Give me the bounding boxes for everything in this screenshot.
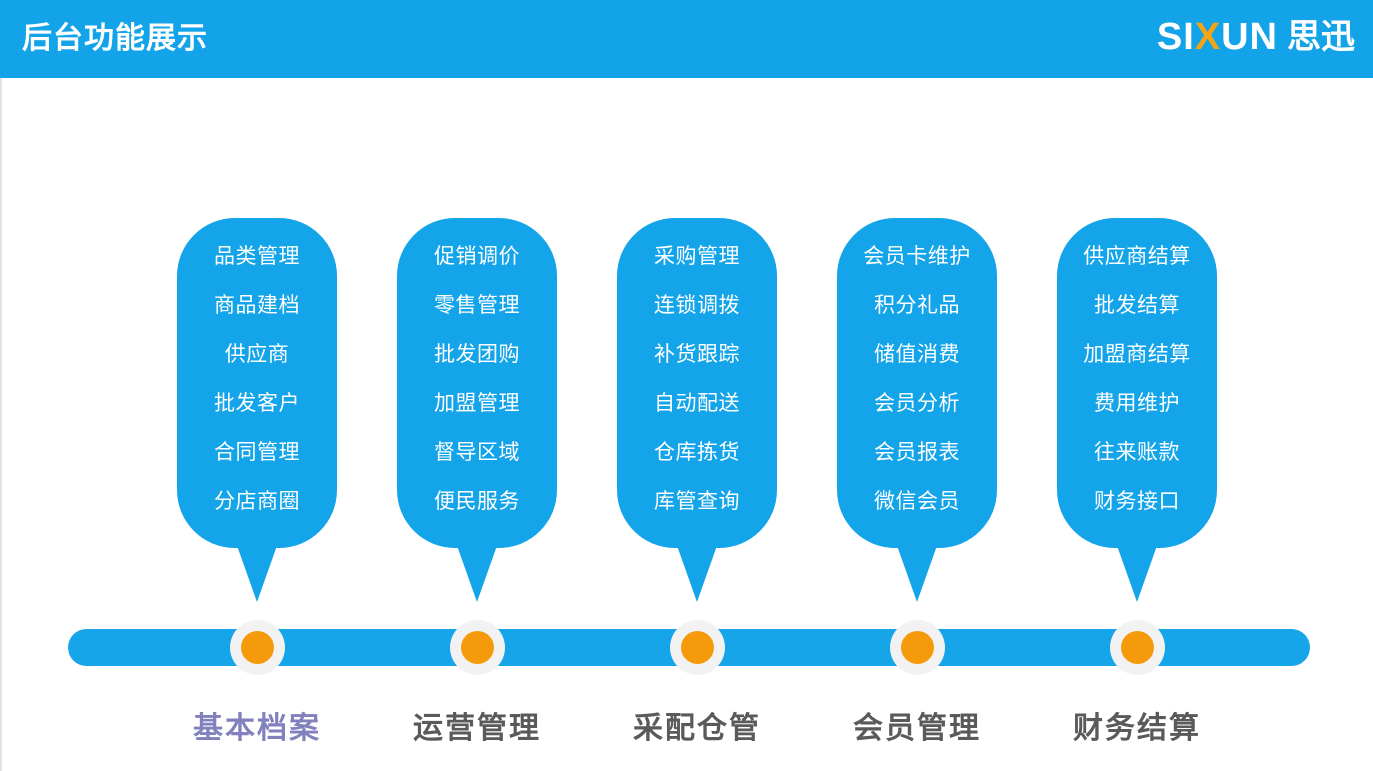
logo-x-letter: X — [1194, 16, 1222, 58]
pill-item[interactable]: 财务接口 — [1094, 490, 1180, 513]
pill-item[interactable]: 商品建档 — [214, 294, 300, 317]
pill-item[interactable]: 加盟商结算 — [1083, 343, 1191, 366]
logo-latin-text: SIXUN — [1157, 15, 1278, 59]
timeline-node-5[interactable] — [1109, 620, 1165, 675]
pill-item[interactable]: 会员报表 — [874, 441, 960, 464]
logo-latin-after: UN — [1221, 16, 1278, 58]
timeline-node-dot-icon — [900, 631, 934, 664]
sixun-logo: SIXUN 思迅 — [1157, 14, 1355, 60]
pill-pointer-icon — [235, 540, 279, 602]
stage-label-2[interactable]: 运营管理 — [413, 712, 541, 745]
pill-item[interactable]: 储值消费 — [874, 343, 960, 366]
pill-item[interactable]: 品类管理 — [214, 245, 300, 268]
pill-item[interactable]: 供应商结算 — [1083, 245, 1191, 268]
pill-item[interactable]: 会员分析 — [874, 392, 960, 415]
stage-label-1[interactable]: 基本档案 — [193, 712, 321, 745]
pill-item[interactable]: 仓库拣货 — [654, 441, 740, 464]
feature-pill-5[interactable]: 供应商结算批发结算加盟商结算费用维护往来账款财务接口 — [1057, 218, 1217, 548]
pill-item[interactable]: 积分礼品 — [874, 294, 960, 317]
timeline-node-2[interactable] — [449, 620, 505, 675]
page-header: 后台功能展示 SIXUN 思迅 — [0, 0, 1373, 78]
timeline-node-dot-icon — [240, 631, 274, 664]
feature-pill-2[interactable]: 促销调价零售管理批发团购加盟管理督导区域便民服务 — [397, 218, 557, 548]
logo-chinese-text: 思迅 — [1287, 18, 1355, 56]
timeline-node-dot-icon — [680, 631, 714, 664]
pill-item[interactable]: 批发结算 — [1094, 294, 1180, 317]
pill-item[interactable]: 批发客户 — [214, 392, 300, 415]
pill-item[interactable]: 便民服务 — [434, 490, 520, 513]
logo-latin-before: SI — [1156, 16, 1195, 58]
pill-item[interactable]: 自动配送 — [654, 392, 740, 415]
pill-item[interactable]: 批发团购 — [434, 343, 520, 366]
timeline-node-4[interactable] — [889, 620, 945, 675]
pill-pointer-icon — [675, 540, 719, 602]
feature-pill-4[interactable]: 会员卡维护积分礼品储值消费会员分析会员报表微信会员 — [837, 218, 997, 548]
pill-item[interactable]: 促销调价 — [434, 245, 520, 268]
pill-item[interactable]: 分店商圈 — [214, 490, 300, 513]
pill-item[interactable]: 费用维护 — [1094, 392, 1180, 415]
pill-item[interactable]: 补货跟踪 — [654, 343, 740, 366]
pill-item[interactable]: 连锁调拨 — [654, 294, 740, 317]
feature-pill-1[interactable]: 品类管理商品建档供应商批发客户合同管理分店商圈 — [177, 218, 337, 548]
pill-pointer-icon — [1115, 540, 1159, 602]
stage-label-4[interactable]: 会员管理 — [853, 712, 981, 745]
pill-item[interactable]: 微信会员 — [874, 490, 960, 513]
pill-pointer-icon — [895, 540, 939, 602]
timeline-node-dot-icon — [1120, 631, 1154, 664]
pill-item[interactable]: 督导区域 — [434, 441, 520, 464]
timeline-node-1[interactable] — [229, 620, 285, 675]
pill-item[interactable]: 供应商 — [224, 343, 290, 366]
page-title: 后台功能展示 — [22, 22, 208, 55]
pill-item[interactable]: 合同管理 — [214, 441, 300, 464]
stage-label-5[interactable]: 财务结算 — [1073, 712, 1201, 745]
pill-item[interactable]: 零售管理 — [434, 294, 520, 317]
pill-item[interactable]: 往来账款 — [1094, 441, 1180, 464]
feature-pill-3[interactable]: 采购管理连锁调拨补货跟踪自动配送仓库拣货库管查询 — [617, 218, 777, 548]
timeline-node-3[interactable] — [669, 620, 725, 675]
pill-item[interactable]: 采购管理 — [654, 245, 740, 268]
pill-item[interactable]: 库管查询 — [654, 490, 740, 513]
pill-item[interactable]: 会员卡维护 — [863, 245, 971, 268]
diagram-canvas: 品类管理商品建档供应商批发客户合同管理分店商圈基本档案促销调价零售管理批发团购加… — [0, 78, 1373, 771]
stage-label-3[interactable]: 采配仓管 — [633, 712, 761, 745]
pill-pointer-icon — [455, 540, 499, 602]
pill-item[interactable]: 加盟管理 — [434, 392, 520, 415]
timeline-node-dot-icon — [460, 631, 494, 664]
